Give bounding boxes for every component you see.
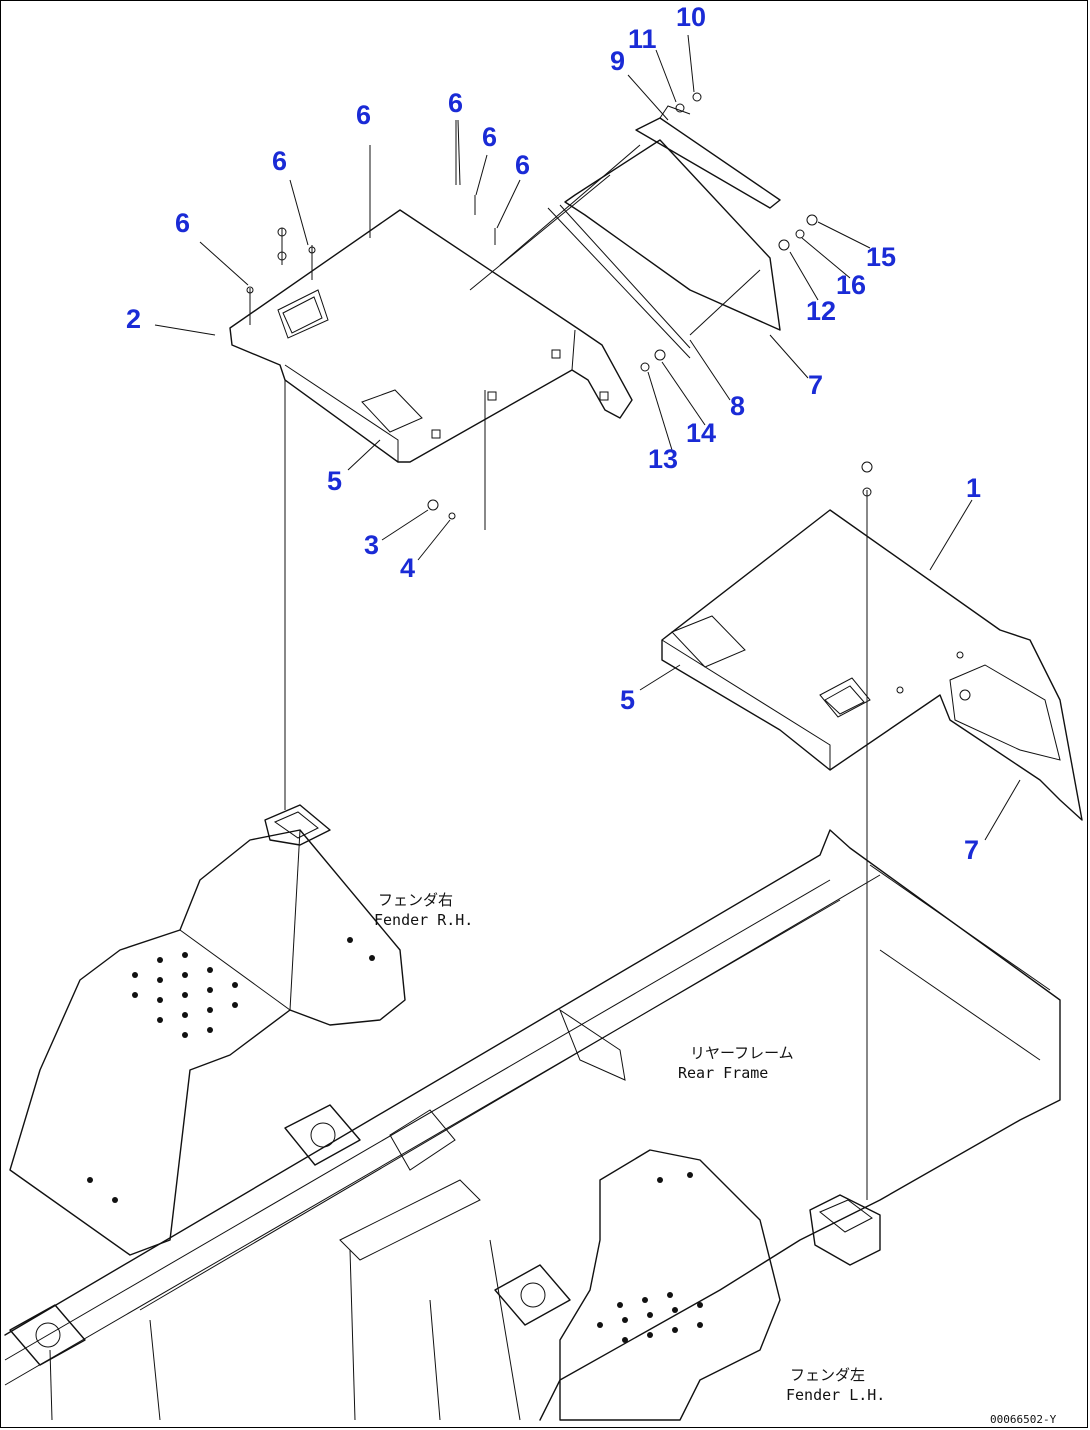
callout-6: 6 [448,88,463,118]
callout-13: 13 [648,444,678,474]
fender-rh-holes [87,937,375,1203]
callout-11: 11 [628,24,657,54]
callout-6: 6 [515,150,530,180]
callout-10: 10 [676,2,706,32]
callout-6: 6 [272,146,287,176]
callout-leaders [154,34,1021,841]
fender-lh-lower [559,1149,881,1421]
caption-fender-rh-jp: フェンダ右 [378,891,453,909]
drawing-code: 00066502-Y [990,1413,1057,1426]
callout-4: 4 [400,553,415,583]
captions: フェンダ右 Fender R.H. リヤーフレーム Rear Frame フェン… [374,891,1057,1426]
callout-8: 8 [730,391,745,421]
fender-cover-lh [661,509,1083,821]
callout-3: 3 [364,530,379,560]
callout-6: 6 [175,208,190,238]
callout-6: 6 [482,122,497,152]
caption-fender-rh-en: Fender R.H. [374,911,473,929]
caption-rear-frame-jp: リヤーフレーム [690,1044,794,1062]
rear-frame [4,829,1061,1421]
fender-rh-lower [9,804,406,1256]
callout-6: 6 [356,100,371,130]
caption-fender-lh-en: Fender L.H. [786,1386,885,1404]
caption-fender-lh-jp: フェンダ左 [790,1366,865,1384]
callout-5: 5 [620,685,635,715]
bolt-leader-lines [249,120,868,1200]
callout-1: 1 [966,473,981,503]
mud-flap-rh [469,105,781,359]
callout-7: 7 [808,370,823,400]
fender-cover-rh [229,209,633,463]
callouts: 10 11 9 6 6 6 6 6 6 15 16 12 2 7 8 14 13… [126,2,981,865]
caption-rear-frame-en: Rear Frame [678,1064,768,1082]
callout-12: 12 [806,296,836,326]
bolts [246,92,873,520]
callout-2: 2 [126,304,141,334]
frame-mount-pads [9,1104,571,1366]
fender-lh-holes [597,1172,703,1343]
callout-16: 16 [836,270,866,300]
callout-7: 7 [964,835,979,865]
callout-14: 14 [686,418,716,448]
callout-9: 9 [610,46,625,76]
callout-15: 15 [866,242,896,272]
callout-5: 5 [327,466,342,496]
